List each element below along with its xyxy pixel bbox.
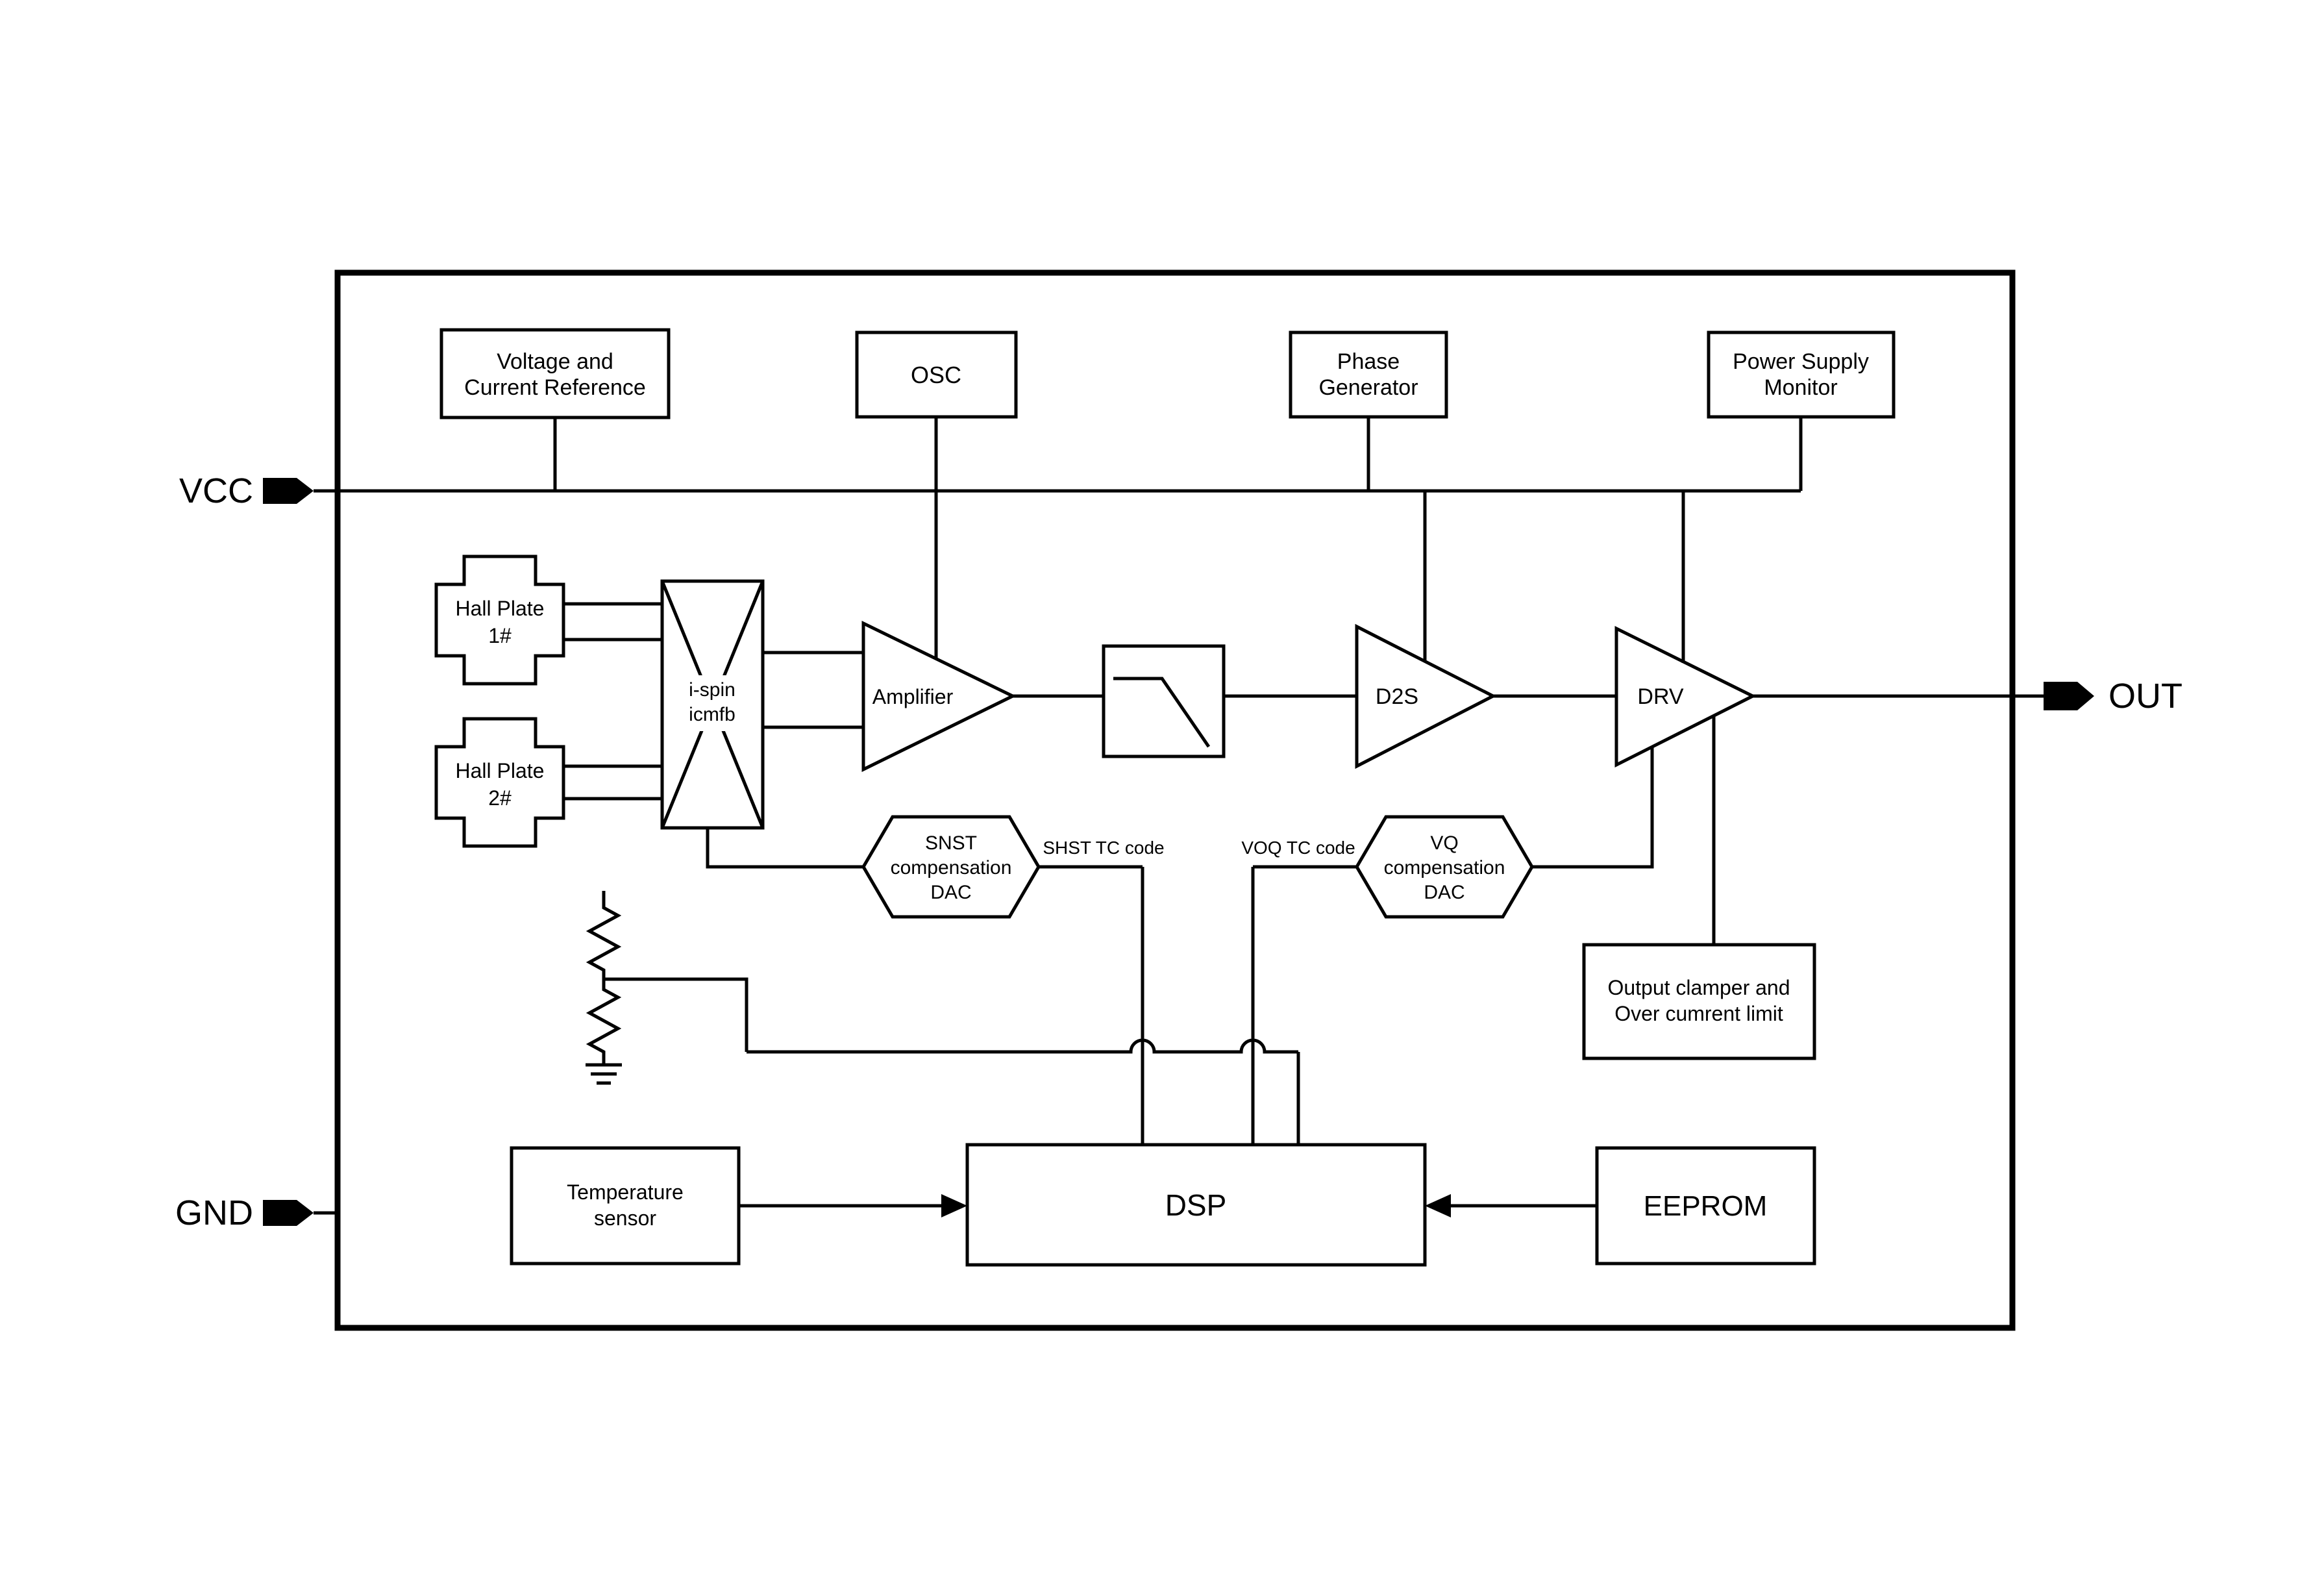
phase-generator-label-line2: Generator xyxy=(1318,375,1418,400)
i-spin-output-wires xyxy=(763,651,863,729)
output-clamper-label-line2: Over cumrent limit xyxy=(1614,1002,1783,1025)
out-pin-icon xyxy=(2044,682,2094,710)
voltage-ref-label-line1: Voltage and xyxy=(497,349,613,374)
d2s-triangle xyxy=(1355,623,1497,769)
resistor-lower-icon xyxy=(586,979,622,1065)
temperature-sensor-label-line1: Temperature xyxy=(567,1180,684,1204)
phase-generator-block: Phase Generator xyxy=(1289,330,1448,419)
i-spin-box xyxy=(660,579,765,830)
filter-block xyxy=(1102,644,1226,758)
chip-boundary xyxy=(334,269,2016,1331)
hall-plate-1-shape xyxy=(434,555,565,686)
filter-box xyxy=(1102,644,1226,758)
amplifier-label: Amplifier xyxy=(872,685,954,708)
drv-label: DRV xyxy=(1637,684,1683,709)
shst-tc-code-label: SHST TC code xyxy=(1043,838,1164,858)
vq-dac-label-line3: DAC xyxy=(1424,882,1465,903)
osc-box xyxy=(855,330,1018,419)
ispin-to-snst-wire xyxy=(706,828,863,869)
vcc-pin-icon xyxy=(263,478,314,504)
dsp-block: DSP xyxy=(965,1143,1427,1267)
hall-plate-1-label-line1: Hall Plate xyxy=(456,597,545,620)
power-supply-monitor-label-line2: Monitor xyxy=(1764,375,1837,400)
snst-dac-block: SNST compensation DAC xyxy=(861,815,1041,919)
divider-tap-wire xyxy=(604,977,748,1052)
output-clamper-block: Output clamper and Over cumrent limit xyxy=(1582,716,1816,1060)
power-supply-monitor-block: Power Supply Monitor xyxy=(1707,330,1896,419)
snst-dac-label-line3: DAC xyxy=(930,882,971,903)
eeprom-dsp-arrowhead-icon xyxy=(1425,1194,1451,1217)
vq-dac-block: VQ compensation DAC xyxy=(1355,815,1534,919)
eeprom-box xyxy=(1595,1146,1816,1266)
out-pin-group: OUT xyxy=(2012,677,2182,716)
output-clamper-box xyxy=(1582,943,1816,1060)
out-pin-label: OUT xyxy=(2108,677,2182,716)
amplifier-block: Amplifier xyxy=(861,621,1017,773)
hall-plate-2-block: Hall Plate 2# xyxy=(434,717,565,848)
hall-plate-2-shape xyxy=(434,717,565,848)
eeprom-block: EEPROM xyxy=(1595,1146,1816,1266)
hall-plate-1-label-line2: 1# xyxy=(488,624,512,647)
voltage-ref-label-line2: Current Reference xyxy=(464,375,646,400)
power-supply-monitor-label-line1: Power Supply xyxy=(1733,349,1869,374)
temp-dsp-arrowhead-icon xyxy=(941,1194,967,1217)
snst-dac-label-line2: compensation xyxy=(891,857,1012,879)
amplifier-triangle xyxy=(861,621,1017,773)
output-clamper-label-line1: Output clamper and xyxy=(1607,976,1790,999)
resistor-divider xyxy=(586,891,1300,1145)
osc-label: OSC xyxy=(911,362,961,388)
vcc-pin-group: VCC xyxy=(179,471,338,510)
hall-plate-1-block: Hall Plate 1# xyxy=(434,555,565,686)
d2s-label: D2S xyxy=(1376,684,1418,709)
gnd-pin-label: GND xyxy=(175,1193,253,1232)
drv-block: DRV xyxy=(1614,625,1757,768)
snst-dac-label-line1: SNST xyxy=(925,832,977,854)
eeprom-to-dsp-arrow xyxy=(1425,1194,1597,1217)
divider-to-dsp-wire-with-hops xyxy=(747,1038,1298,1054)
vq-wires: VOQ TC code xyxy=(1241,747,1654,1145)
voltage-ref-block: Voltage and Current Reference xyxy=(439,328,671,419)
vcc-pin-label: VCC xyxy=(179,471,253,510)
temp-to-dsp-arrow xyxy=(739,1194,967,1217)
drv-triangle xyxy=(1614,625,1757,768)
i-spin-label-line2: icmfb xyxy=(689,704,736,725)
resistor-upper-icon xyxy=(586,891,622,979)
gnd-pin-group: GND xyxy=(175,1193,338,1232)
voq-tc-code-label: VOQ TC code xyxy=(1241,838,1355,858)
phase-generator-label-line1: Phase xyxy=(1337,349,1400,374)
vq-dac-label-line1: VQ xyxy=(1430,832,1458,854)
dsp-box xyxy=(965,1143,1427,1267)
temperature-sensor-label-line2: sensor xyxy=(594,1206,656,1230)
hall-plate-wires xyxy=(563,602,662,801)
d2s-block: D2S xyxy=(1355,623,1497,769)
gnd-pin-icon xyxy=(263,1200,314,1226)
i-spin-label-backing xyxy=(671,675,754,731)
ground-icon xyxy=(586,1063,622,1085)
vq-dac-label-line2: compensation xyxy=(1384,857,1505,879)
hall-plate-2-label-line2: 2# xyxy=(488,786,512,810)
i-spin-block: i-spin icmfb xyxy=(660,579,765,830)
snst-wires: SHST TC code xyxy=(706,828,1165,1145)
vcc-bus-wires xyxy=(338,417,1803,663)
temperature-sensor-block: Temperature sensor xyxy=(510,1146,741,1266)
vq-to-drv-wire xyxy=(1532,747,1654,869)
dsp-label: DSP xyxy=(1165,1188,1227,1222)
filter-symbol-icon xyxy=(1113,677,1211,748)
phase-generator-box xyxy=(1289,330,1448,419)
i-spin-label-line1: i-spin xyxy=(689,679,736,701)
osc-block: OSC xyxy=(855,330,1018,419)
power-supply-monitor-box xyxy=(1707,330,1896,419)
eeprom-label: EEPROM xyxy=(1644,1190,1768,1222)
temperature-sensor-box xyxy=(510,1146,741,1266)
voltage-ref-box xyxy=(439,328,671,419)
hall-plate-2-label-line1: Hall Plate xyxy=(456,759,545,782)
